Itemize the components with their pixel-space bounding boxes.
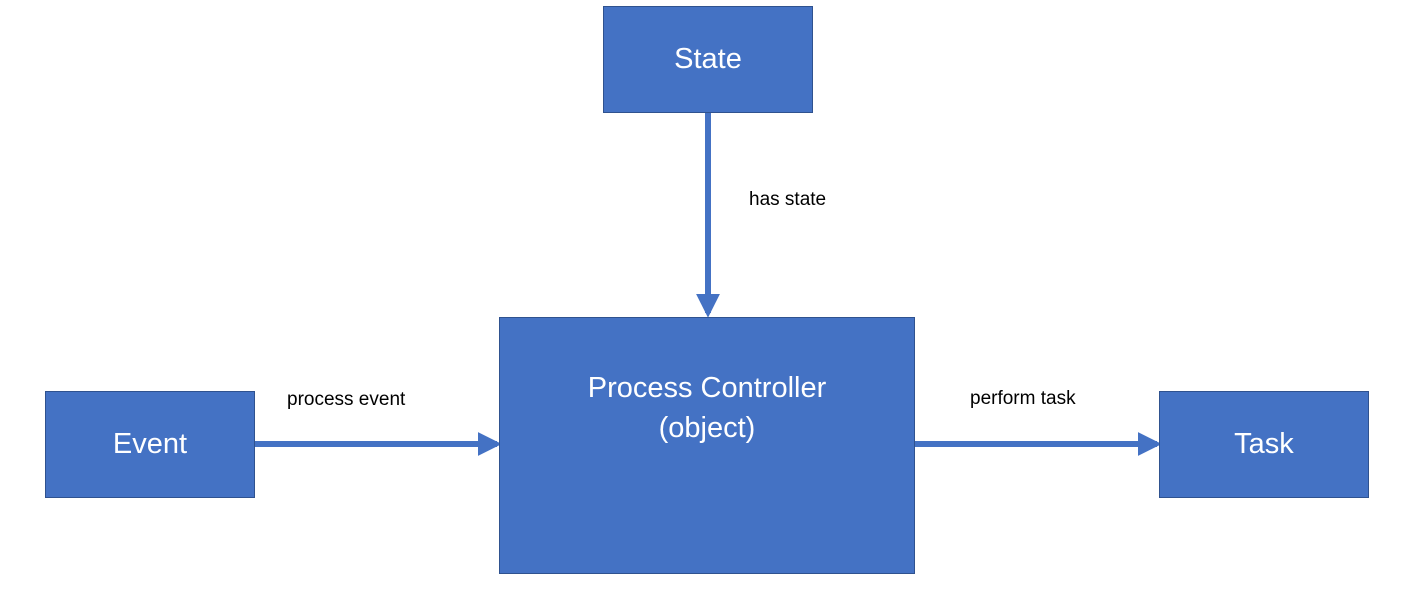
process-event-label: process event <box>287 389 406 410</box>
state-node: State <box>603 6 813 113</box>
process-controller-label: Process Controller (object) <box>588 368 827 448</box>
task-node-label: Task <box>1234 428 1294 460</box>
task-node: Task <box>1159 391 1369 498</box>
process-controller-title: Process Controller <box>587 372 827 404</box>
has-state-label: has state <box>749 189 827 210</box>
process-controller-subtitle: (object) <box>658 412 756 444</box>
event-node: Event <box>45 391 255 498</box>
state-node-label: State <box>674 43 742 75</box>
event-node-label: Event <box>112 428 188 460</box>
perform-task-label: perform task <box>970 388 1076 409</box>
process-controller-node: Process Controller (object) <box>499 317 915 574</box>
